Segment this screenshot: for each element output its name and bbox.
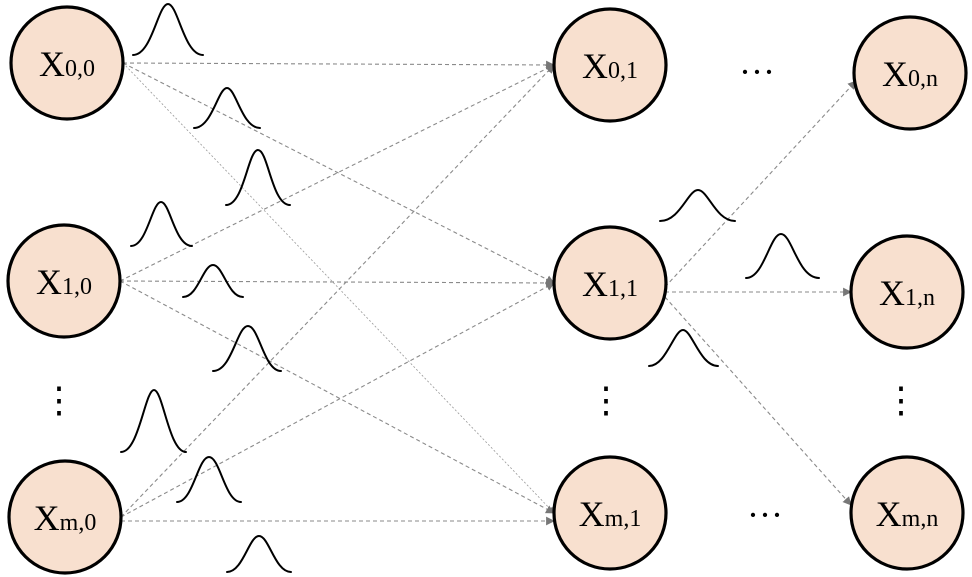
node-label: X0,1 [582, 46, 638, 86]
node-label: X1,0 [36, 262, 92, 302]
edge-x00-xm1 [122, 62, 555, 514]
gaussian-curve-icon [226, 535, 292, 573]
node-label: Xm,0 [34, 498, 97, 538]
edge-x00-x01 [122, 60, 555, 70]
node-x-0-1[interactable]: X0,1 [552, 7, 668, 123]
gaussian-curve-icon [130, 201, 193, 247]
vertical-ellipsis-col1: ⋮ [588, 380, 624, 420]
edges [119, 60, 857, 526]
gaussian-curve-icon [120, 389, 187, 453]
gaussian-curve-icon [648, 329, 719, 367]
edge-xm0-x01 [120, 64, 555, 518]
node-label: Xm,1 [579, 494, 642, 534]
edge-x10-x01 [119, 64, 555, 282]
node-label: Xm,n [876, 494, 939, 534]
vertical-ellipsis-coln: ⋮ [883, 380, 919, 420]
horizontal-ellipsis-rowm: ··· [747, 495, 783, 535]
ellipses: ⋮ ⋮ ⋮ ··· ··· [41, 52, 919, 535]
gaussian-curve-icon [745, 233, 820, 279]
nodes: X0,0 X1,0 Xm,0 X0,1 X1,1 Xm,1 X0,n X1,n [6, 5, 968, 575]
node-label: X1,1 [582, 264, 638, 304]
gaussian-curve-icon [225, 149, 291, 206]
node-x-m-1[interactable]: Xm,1 [552, 455, 668, 571]
gaussian-curve-icon [212, 325, 282, 372]
horizontal-ellipsis-row0: ··· [739, 52, 775, 92]
node-x-1-0[interactable]: X1,0 [6, 223, 122, 339]
node-label: X1,n [879, 273, 935, 313]
gaussian-curve-icon [176, 456, 242, 503]
vertical-ellipsis-col0: ⋮ [41, 380, 77, 420]
node-x-0-n[interactable]: X0,n [852, 15, 968, 131]
gaussian-curve-icon [659, 189, 736, 222]
gaussian-curve-icon [193, 87, 261, 129]
distribution-curves [120, 3, 820, 573]
edge-x10-xm1 [119, 280, 555, 514]
node-x-0-0[interactable]: X0,0 [9, 5, 125, 121]
node-x-1-1[interactable]: X1,1 [552, 225, 668, 341]
edge-x10-x11 [119, 278, 555, 288]
edge-xm0-x11 [120, 282, 555, 518]
gaussian-curve-icon [182, 264, 244, 298]
node-label: X0,0 [39, 44, 95, 84]
edge-x11-x0n [664, 80, 857, 288]
node-x-1-n[interactable]: X1,n [849, 234, 965, 350]
node-x-m-0[interactable]: Xm,0 [7, 459, 123, 575]
edge-x00-x11 [122, 62, 555, 284]
node-label: X0,n [882, 54, 938, 94]
node-x-m-n[interactable]: Xm,n [849, 455, 965, 571]
gaussian-curve-icon [132, 3, 204, 56]
edge-x11-xmn [664, 296, 852, 506]
